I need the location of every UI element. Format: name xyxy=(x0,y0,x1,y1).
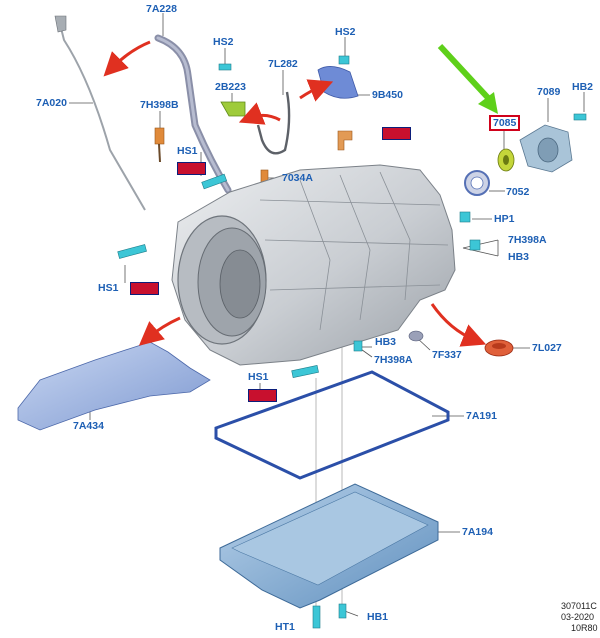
label-hb1: HB1 xyxy=(367,611,389,623)
label-hs2-right: HS2 xyxy=(335,26,356,38)
figure-reference-line3: 10R80 xyxy=(571,623,598,633)
bolt-group xyxy=(117,55,587,629)
label-hs2-left: HS2 xyxy=(213,36,234,48)
figure-reference: 307011C 03-2020 10R80 xyxy=(561,601,598,634)
redacted-label-box xyxy=(177,162,206,175)
figure-reference-line1: 307011C xyxy=(561,601,597,611)
label-7h398b: 7H398B xyxy=(140,99,179,111)
label-hb2: HB2 xyxy=(572,81,594,93)
label-9b450: 9B450 xyxy=(372,89,403,101)
label-7l027: 7L027 xyxy=(532,342,562,354)
label-7085-highlighted: 7085 xyxy=(489,115,521,131)
redacted-label-box xyxy=(382,127,411,140)
label-hs1-top: HS1 xyxy=(177,145,198,157)
label-7f337: 7F337 xyxy=(432,349,462,361)
label-hp1: HP1 xyxy=(494,213,515,225)
label-7052: 7052 xyxy=(506,186,530,198)
label-7034a: 7034A xyxy=(282,172,313,184)
label-7a228: 7A228 xyxy=(146,3,177,15)
red-arrows xyxy=(103,40,487,347)
label-hb3-lower: HB3 xyxy=(375,336,397,348)
redacted-label-box xyxy=(130,282,159,295)
label-7h398a-lower: 7H398A xyxy=(374,354,413,366)
label-ht1: HT1 xyxy=(275,621,295,633)
label-7a434: 7A434 xyxy=(73,420,104,432)
label-7089: 7089 xyxy=(537,86,561,98)
label-7a194: 7A194 xyxy=(462,526,493,538)
label-hs1-left: HS1 xyxy=(98,282,119,294)
label-hs1-bottom: HS1 xyxy=(248,371,269,383)
green-arrow xyxy=(437,43,498,114)
redacted-label-box xyxy=(248,389,277,402)
label-7a191: 7A191 xyxy=(466,410,497,422)
label-7l282: 7L282 xyxy=(268,58,298,70)
label-2b223: 2B223 xyxy=(215,81,246,93)
label-hb3-right: HB3 xyxy=(508,251,530,263)
label-7h398a-right: 7H398A xyxy=(508,234,547,246)
label-7a020: 7A020 xyxy=(36,97,67,109)
figure-reference-line2: 03-2020 xyxy=(561,612,595,622)
